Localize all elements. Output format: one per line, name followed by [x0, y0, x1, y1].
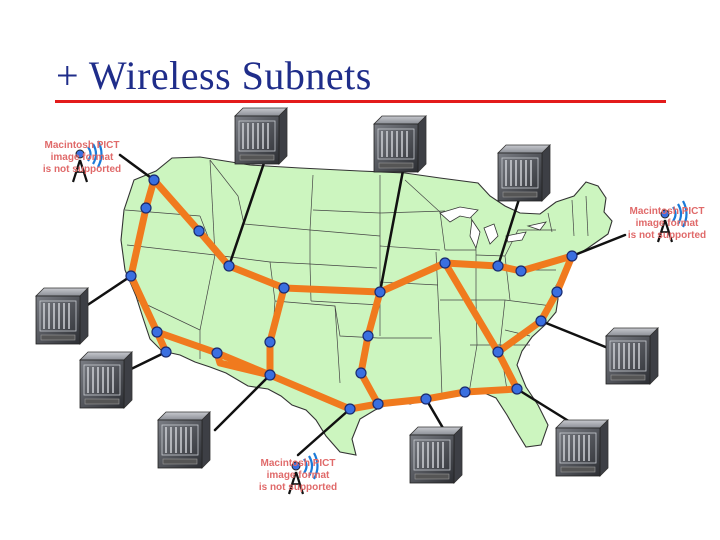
great-lakes [439, 206, 547, 250]
pict-placeholder-line: Macintosh PICT [629, 206, 705, 217]
pict-placeholder-south: Macintosh PICT image format is not suppo… [248, 458, 348, 494]
server-rack-icon [234, 107, 288, 165]
server-rack-icon [605, 327, 659, 385]
router-node [372, 398, 384, 410]
router-node [264, 336, 276, 348]
title-underline [55, 100, 666, 103]
pict-placeholder-line: image format [50, 152, 114, 163]
router-node [459, 386, 471, 398]
router-node [211, 347, 223, 359]
router-node [125, 270, 137, 282]
slide-title: + Wireless Subnets [56, 53, 372, 98]
router-node [344, 403, 356, 415]
router-node [140, 202, 152, 214]
pict-placeholder-nw: Macintosh PICT image format is not suppo… [32, 140, 132, 176]
router-node [492, 346, 504, 358]
server-rack-icon [497, 144, 551, 202]
pict-placeholder-line: is not supported [42, 164, 122, 175]
server-rack-icon [373, 115, 427, 173]
router-node [264, 369, 276, 381]
server-rack-icon [555, 419, 609, 477]
router-node [374, 286, 386, 298]
router-nodes [125, 174, 578, 415]
router-node [566, 250, 578, 262]
router-node [151, 326, 163, 338]
router-node [511, 383, 523, 395]
router-node [193, 225, 205, 237]
server-rack-icon [157, 411, 211, 469]
server-links [78, 153, 627, 457]
pict-placeholder-line: image format [266, 470, 330, 481]
router-node [278, 282, 290, 294]
pict-placeholder-line: is not supported [258, 482, 338, 493]
us-map [120, 156, 613, 456]
router-node [355, 367, 367, 379]
pict-placeholder-ne: Macintosh PICT image format is not suppo… [617, 206, 717, 242]
router-node [535, 315, 547, 327]
router-node [420, 393, 432, 405]
router-node [148, 174, 160, 186]
router-node [492, 260, 504, 272]
pict-placeholder-line: Macintosh PICT [260, 458, 336, 469]
pict-placeholder-line: Macintosh PICT [44, 140, 120, 151]
server-rack-icon [35, 287, 89, 345]
router-node [223, 260, 235, 272]
pict-placeholder-line: image format [635, 218, 699, 229]
us-map-outline [120, 156, 613, 456]
pict-placeholder-line: is not supported [627, 230, 707, 241]
router-node [160, 346, 172, 358]
server-rack-icon [79, 351, 133, 409]
router-node [515, 265, 527, 277]
router-node [439, 257, 451, 269]
router-node [362, 330, 374, 342]
server-rack-icon [409, 426, 463, 484]
router-node [551, 286, 563, 298]
